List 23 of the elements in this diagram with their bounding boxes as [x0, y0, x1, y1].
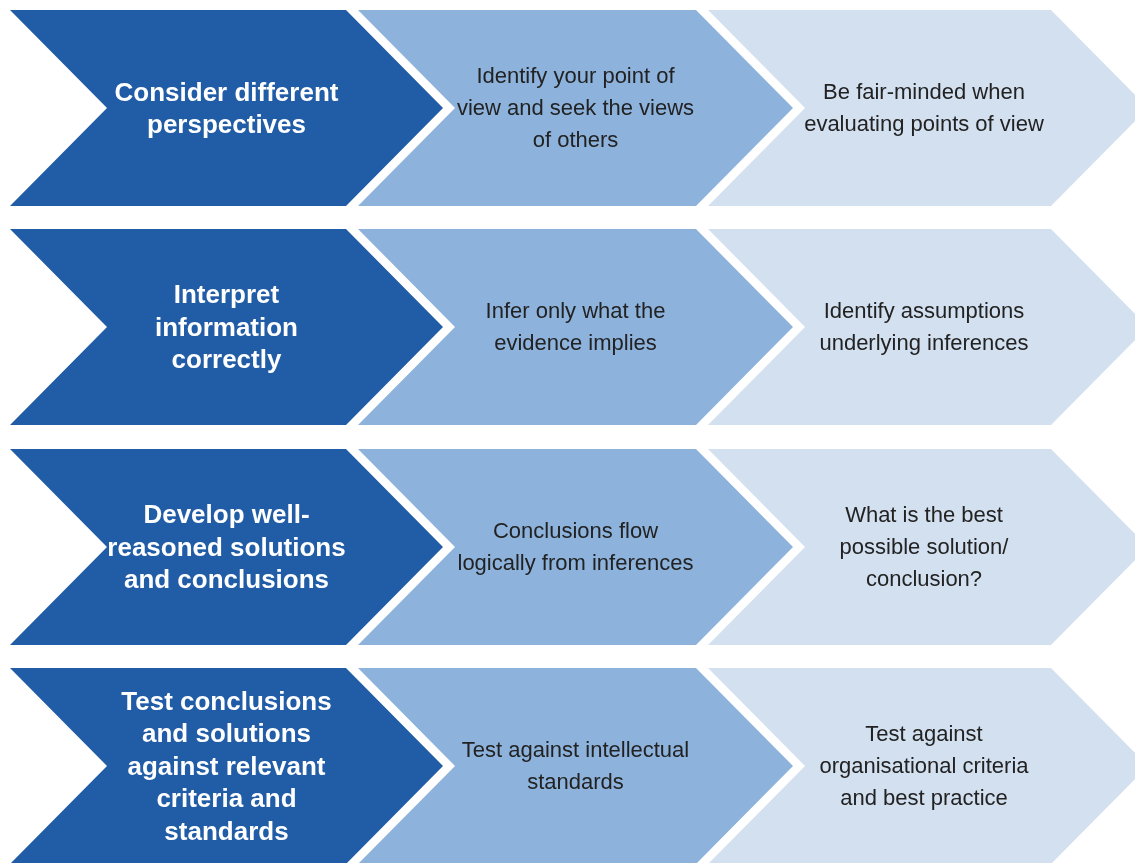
step-text: What is the best possible solution/ conclusion? [838, 501, 1010, 593]
step-text: Conclusions flow logically from inferences [456, 517, 695, 577]
chevron-shape [708, 668, 1135, 863]
chevron-shape [10, 10, 443, 206]
chevron-shape [708, 449, 1135, 645]
chevron-shape [358, 449, 793, 645]
chevron-shape [708, 10, 1135, 206]
step-text: Interpret information correctly [154, 278, 299, 376]
chevron-shape [358, 668, 793, 863]
step-text: Identify your point of view and seek the views of others [455, 62, 696, 154]
step-text: Test conclusions and solutions against relevant criteria and standards [120, 684, 333, 847]
step-text: Identify assumptions underlying inferences [818, 297, 1030, 357]
chevron-shape [10, 449, 443, 645]
step-text: Develop well-reasoned solutions and conclusions [106, 498, 347, 596]
step-text: Test against organisational criteria and best practice [818, 720, 1030, 812]
chevron-shape [10, 229, 443, 425]
chevron-shape [358, 229, 793, 425]
step-text: Test against intellectual standards [460, 736, 691, 796]
chevron-shape [358, 10, 793, 206]
step-text: Consider different perspectives [113, 75, 340, 141]
step-text: Be fair-minded when evaluating points of view [804, 78, 1044, 138]
step-text: Infer only what the evidence implies [484, 297, 667, 357]
chevron-shape [708, 229, 1135, 425]
